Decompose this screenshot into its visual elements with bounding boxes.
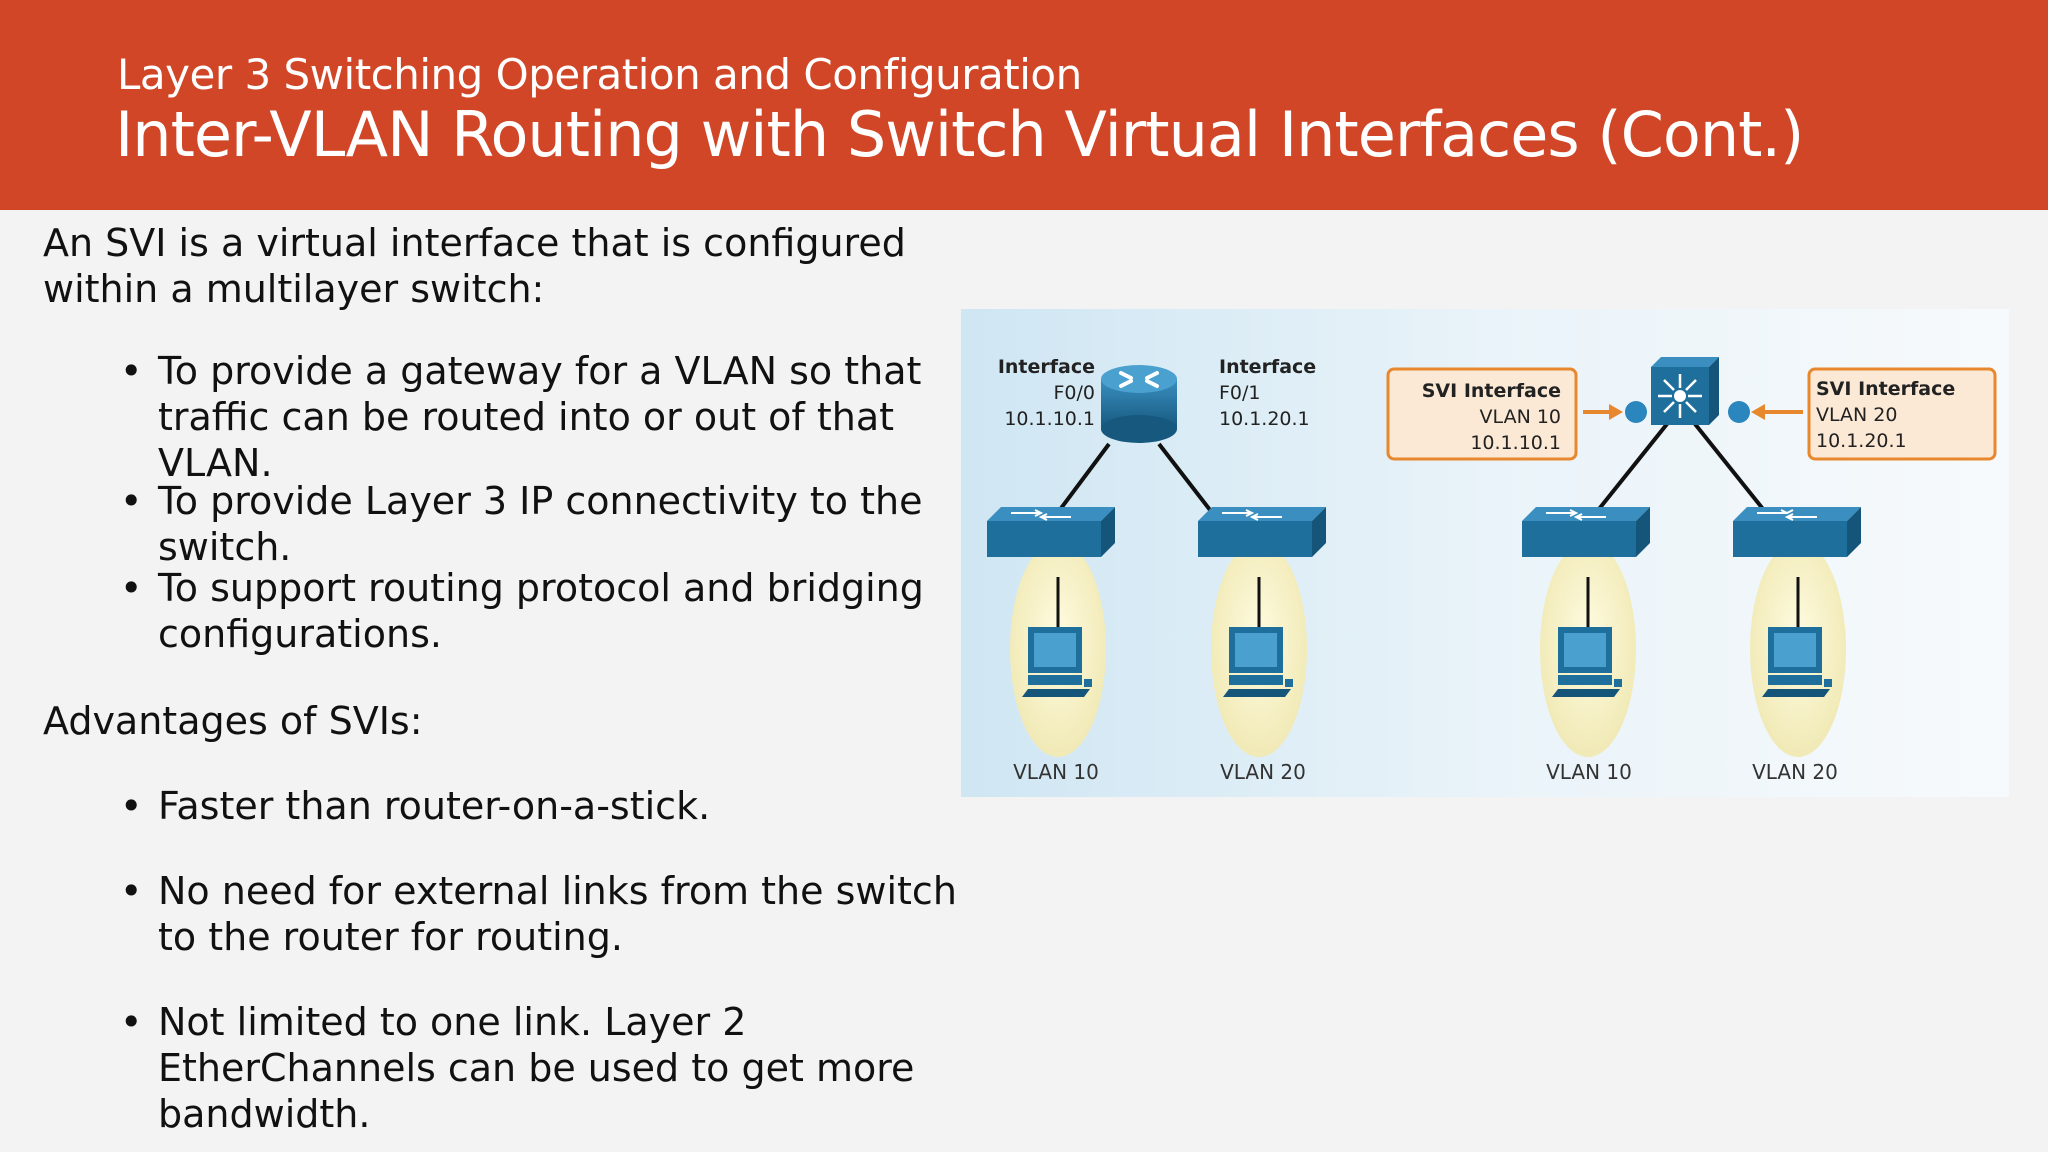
svi-callout-right: SVI Interface VLAN 20 10.1.20.1 (1807, 367, 1997, 461)
access-switch-3 (1522, 507, 1650, 557)
router-iface-right-label: Interface F0/1 10.1.20.1 (1219, 356, 1316, 430)
intro-bullet-3: To support routing protocol and bridging… (120, 565, 958, 657)
svi-arrow-left (1583, 404, 1623, 420)
pc-icon-3 (1552, 627, 1622, 697)
router-link-right (1157, 442, 1219, 521)
network-diagram: Interface F0/0 10.1.10.1 Interface F0/1 … (961, 309, 2009, 797)
svi-dot-right (1728, 401, 1750, 423)
advantages-heading: Advantages of SVIs: (43, 699, 423, 743)
router-link-left (1051, 442, 1111, 521)
svg-text:10.1.10.1: 10.1.10.1 (1004, 408, 1095, 430)
svg-text:F0/0: F0/0 (1053, 382, 1095, 404)
router-iface-left-label: Interface F0/0 10.1.10.1 (998, 356, 1095, 430)
vlan-label-2: VLAN 20 (1220, 760, 1306, 784)
vlan-label-4: VLAN 20 (1752, 760, 1838, 784)
svg-text:SVI Interface: SVI Interface (1816, 378, 1955, 400)
intro-paragraph: An SVI is a virtual interface that is co… (43, 221, 906, 311)
slide-title: Inter-VLAN Routing with Switch Virtual I… (115, 98, 1804, 171)
svg-text:10.1.20.1: 10.1.20.1 (1816, 430, 1907, 452)
svi-arrow-right (1751, 404, 1803, 420)
multilayer-switch-icon (1651, 357, 1719, 425)
pc-icon-1 (1022, 627, 1092, 697)
intro-bullet-2: To provide Layer 3 IP connectivity to th… (120, 478, 958, 570)
svi-dot-left (1625, 401, 1647, 423)
svg-text:10.1.10.1: 10.1.10.1 (1470, 432, 1561, 454)
intro-bullet-1: To provide a gateway for a VLAN so that … (120, 348, 958, 486)
slide-header: Layer 3 Switching Operation and Configur… (0, 0, 2048, 210)
advantage-bullet-3: Not limited to one link. Layer 2 EtherCh… (120, 999, 958, 1137)
advantage-bullet-1: Faster than router-on-a-stick. (120, 783, 958, 829)
vlan-label-3: VLAN 10 (1546, 760, 1632, 784)
access-switch-2 (1198, 507, 1326, 557)
svg-text:Interface: Interface (998, 356, 1095, 378)
router-icon (1101, 365, 1177, 443)
svg-text:VLAN 10: VLAN 10 (1480, 406, 1561, 428)
advantage-bullet-2: No need for external links from the swit… (120, 868, 958, 960)
svg-text:F0/1: F0/1 (1219, 382, 1261, 404)
svg-text:VLAN 20: VLAN 20 (1816, 404, 1897, 426)
vlan-label-1: VLAN 10 (1013, 760, 1099, 784)
pc-icon-2 (1223, 627, 1293, 697)
mls-link-right (1689, 417, 1773, 521)
svg-text:10.1.20.1: 10.1.20.1 (1219, 408, 1310, 430)
svg-text:Interface: Interface (1219, 356, 1316, 378)
pc-icon-4 (1762, 627, 1832, 697)
slide-subtitle: Layer 3 Switching Operation and Configur… (117, 50, 1082, 99)
access-switch-1 (987, 507, 1115, 557)
access-switch-4 (1733, 507, 1861, 557)
mls-link-left (1589, 417, 1673, 521)
svi-callout-left: SVI Interface VLAN 10 10.1.10.1 (1386, 367, 1578, 461)
svg-text:SVI Interface: SVI Interface (1422, 380, 1561, 402)
